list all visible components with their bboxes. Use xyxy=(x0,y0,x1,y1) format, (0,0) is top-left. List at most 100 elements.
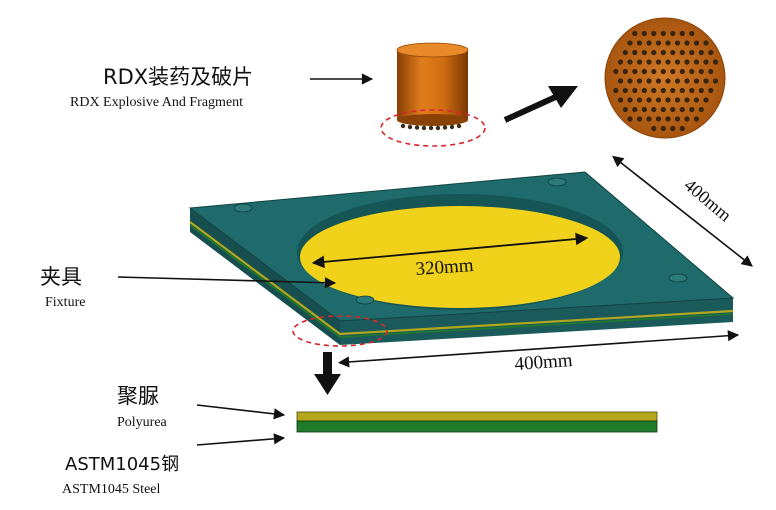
fragment-dot xyxy=(622,68,628,75)
fragment-dot xyxy=(679,30,685,37)
fragment-dot xyxy=(665,40,671,46)
layer-section xyxy=(296,411,658,433)
fragment-dot xyxy=(670,125,676,132)
fragment-dot xyxy=(693,97,700,103)
fragment-dot xyxy=(660,87,666,94)
fragment-dot xyxy=(646,97,652,103)
fragment-dot xyxy=(679,125,685,132)
fragment-dot xyxy=(617,97,624,103)
charge-highlight-circle xyxy=(380,109,486,147)
steel-pointer-arrow xyxy=(196,433,286,446)
fragment-dot xyxy=(674,59,681,65)
fragment-dot xyxy=(679,68,685,75)
fragment-dot xyxy=(684,97,690,103)
fragment-dot xyxy=(622,106,628,113)
fixture-pointer-arrow xyxy=(117,276,337,289)
side-bottom-arrow xyxy=(337,330,740,368)
fragment-dot xyxy=(627,116,633,122)
fragment-dot xyxy=(670,49,676,56)
fragment-dot xyxy=(632,49,638,56)
fragment-dot xyxy=(674,116,681,122)
fragment-dot xyxy=(655,40,662,46)
rdx-label-cn: RDX装药及破片 xyxy=(103,65,253,89)
fragment-dot xyxy=(651,125,657,132)
fragment-dot xyxy=(655,78,662,84)
fragment-dot xyxy=(646,78,652,84)
fragment-dot xyxy=(617,59,624,65)
fragment-dot xyxy=(651,49,657,56)
fragment-dot xyxy=(617,78,624,84)
fragment-dot xyxy=(627,59,633,65)
side-bottom-label: 400mm xyxy=(514,350,574,375)
fixture-bolts xyxy=(233,177,688,305)
fragment-dot xyxy=(622,87,628,94)
fragment-dot xyxy=(641,87,647,94)
fragment-dot xyxy=(641,106,647,113)
fragment-dot xyxy=(665,78,671,84)
fragment-dot xyxy=(627,97,633,103)
fragment-dot xyxy=(641,68,647,75)
fragment-dot xyxy=(693,116,700,122)
fragment-dot xyxy=(651,68,657,75)
fragment-dot xyxy=(632,30,638,37)
fragment-dot xyxy=(651,30,657,37)
fragment-dot xyxy=(660,125,666,132)
fragment-dot xyxy=(689,106,695,113)
fragment-dot xyxy=(689,87,695,94)
fragment-dot xyxy=(646,116,652,122)
fragment-dot xyxy=(689,68,695,75)
fragment-dot xyxy=(674,97,681,103)
fragment-dot xyxy=(670,87,676,94)
fragment-dot xyxy=(679,87,685,94)
fragment-dot xyxy=(703,59,709,65)
fragment-dot xyxy=(684,40,690,46)
fragment-dot xyxy=(684,116,690,122)
fragment-dot xyxy=(627,40,633,46)
fragment-dot xyxy=(632,68,638,75)
fragment-dot xyxy=(641,30,647,37)
fragment-dot xyxy=(674,40,681,46)
polyurea-label-en: Polyurea xyxy=(117,415,168,430)
fragment-zoom-arrow xyxy=(503,86,578,123)
fragment-dot xyxy=(670,68,676,75)
inner-diameter-arrow xyxy=(311,232,589,269)
fragment-dot xyxy=(636,59,643,65)
fragment-dot xyxy=(708,87,714,94)
fragment-dot xyxy=(646,59,652,65)
fragment-dot xyxy=(655,116,662,122)
fragment-dot xyxy=(665,59,671,65)
fragment-dot xyxy=(703,97,709,103)
fragment-row xyxy=(400,123,462,131)
fragment-dot xyxy=(670,106,676,113)
fragment-dot xyxy=(698,49,704,56)
fragment-dot xyxy=(684,59,690,65)
fragment-dot xyxy=(665,116,671,122)
fragment-dot xyxy=(698,68,704,75)
fragment-dot xyxy=(636,78,643,84)
fragment-dot xyxy=(698,87,704,94)
fragment-dot xyxy=(693,40,700,46)
fixture-label-en: Fixture xyxy=(45,295,85,310)
fragment-dot xyxy=(632,106,638,113)
section-down-arrow xyxy=(314,352,341,395)
side-right-label: 400mm xyxy=(680,175,735,226)
fragment-dot xyxy=(712,78,719,84)
polyurea-layer xyxy=(296,411,658,422)
side-right-arrow xyxy=(612,155,753,267)
fragment-dot xyxy=(679,49,685,56)
fragment-dot xyxy=(693,78,700,84)
polyurea-label-cn: 聚脲 xyxy=(117,384,159,408)
fragment-dot xyxy=(622,49,628,56)
steel-label-en: ASTM1045 Steel xyxy=(62,482,161,497)
rdx-label-en: RDX Explosive And Fragment xyxy=(70,95,243,110)
fragment-dot xyxy=(613,68,619,75)
fragment-dot xyxy=(703,40,709,46)
fragment-dot xyxy=(660,30,666,37)
fragment-dot xyxy=(660,68,666,75)
fragment-dot xyxy=(679,106,685,113)
fragment-dot xyxy=(655,97,662,103)
fragment-dot xyxy=(665,97,671,103)
fragment-dot xyxy=(646,40,652,46)
fragment-dot xyxy=(689,30,695,37)
